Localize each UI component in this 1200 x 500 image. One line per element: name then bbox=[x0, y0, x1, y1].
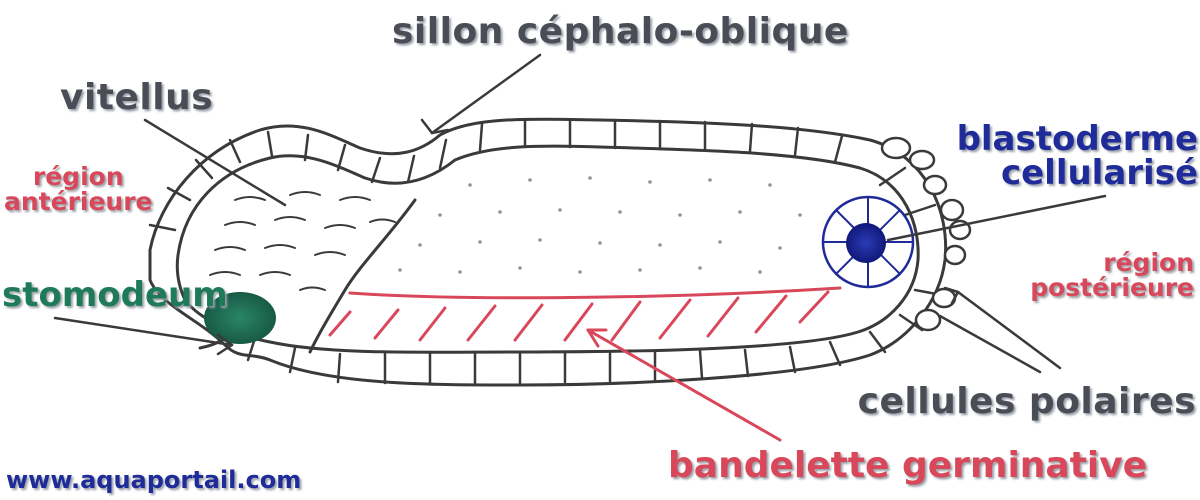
stomodeum-blob bbox=[204, 292, 276, 344]
label-region-anterieure-line1: région bbox=[32, 162, 124, 191]
label-region-posterieure-line1: région bbox=[1103, 248, 1194, 277]
label-region-anterieure: région antérieure bbox=[4, 164, 153, 214]
label-vitellus: vitellus bbox=[60, 77, 214, 118]
label-bandelette: bandelette germinative bbox=[668, 445, 1148, 486]
label-region-posterieure: région postérieure bbox=[1030, 250, 1194, 300]
outer-membrane bbox=[148, 117, 948, 387]
yolk-boundary bbox=[308, 198, 417, 354]
line-vitellus bbox=[143, 118, 287, 207]
label-cellules-polaires: cellules polaires bbox=[857, 381, 1196, 422]
line-polaires-2 bbox=[938, 314, 1042, 374]
label-region-posterieure-line2: postérieure bbox=[1030, 273, 1194, 302]
blastoderm-cells bbox=[148, 118, 944, 385]
website-link[interactable]: www.aquaportail.com bbox=[6, 466, 302, 494]
label-blastoderme-line2: cellularisé bbox=[1000, 153, 1198, 193]
arrow-stomodeum bbox=[53, 316, 234, 347]
inner-membrane bbox=[175, 144, 920, 354]
arrow-bandelette bbox=[586, 328, 782, 442]
label-stomodeum: stomodeum bbox=[2, 275, 228, 315]
pole-cells bbox=[880, 136, 972, 332]
label-blastoderme: blastoderme cellularisé bbox=[957, 122, 1198, 190]
pole-nucleus bbox=[846, 223, 886, 263]
pole-rosette bbox=[821, 195, 915, 289]
yolk-dots bbox=[398, 176, 802, 274]
line-polaires-1 bbox=[956, 290, 1062, 370]
embryo-outline bbox=[148, 117, 948, 387]
label-sillon: sillon céphalo-oblique bbox=[392, 11, 849, 52]
leader-lines bbox=[53, 53, 1107, 374]
line-blastoderme bbox=[886, 194, 1107, 242]
germ-band bbox=[328, 286, 842, 342]
vitellus-granules bbox=[209, 191, 396, 291]
label-region-anterieure-line2: antérieure bbox=[4, 187, 153, 216]
arrow-sillon bbox=[430, 53, 542, 135]
label-blastoderme-line1: blastoderme bbox=[956, 119, 1198, 159]
